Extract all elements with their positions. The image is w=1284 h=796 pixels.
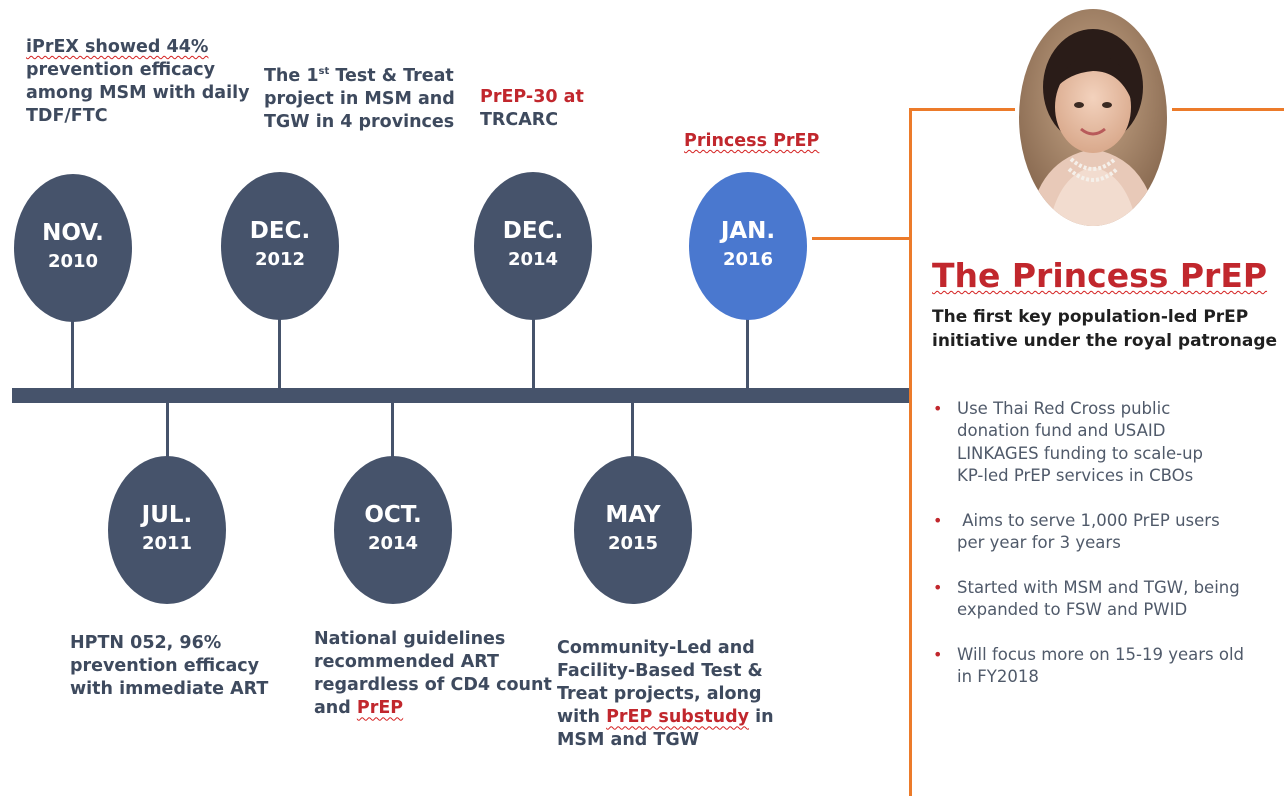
bullet-line: per year for 3 years	[957, 533, 1121, 553]
event-desc-nov-2010: iPrEX showed 44% prevention efficacy amo…	[26, 36, 250, 128]
node-nov-2010: NOV. 2010	[14, 174, 132, 322]
node-dec-2012: DEC. 2012	[221, 172, 339, 320]
panel-subtitle: The first key population-led PrEP initia…	[932, 305, 1277, 353]
node-may-2015: MAY 2015	[574, 456, 692, 604]
event-desc-jan-2016: Princess PrEP	[684, 130, 819, 153]
desc-line: The 1st Test & Treat	[264, 65, 455, 88]
node-year: 2014	[367, 532, 419, 554]
stem-may-2015	[631, 402, 634, 460]
desc-line: regardless of CD4 count	[314, 675, 552, 696]
panel-frame-top-left	[909, 108, 1015, 111]
event-desc-oct-2014: National guidelines recommended ART rega…	[314, 628, 552, 720]
bullet-item: • Started with MSM and TGW, being expand…	[930, 577, 1278, 622]
panel-frame-left	[909, 108, 912, 796]
desc-line: Facility-Based Test &	[557, 661, 763, 682]
desc-part: The 1	[264, 66, 319, 86]
node-month: DEC.	[502, 218, 564, 245]
node-year: 2015	[607, 532, 659, 554]
panel-title: The Princess PrEP	[932, 256, 1267, 295]
desc-part: with	[557, 707, 607, 728]
node-month: JUL.	[141, 502, 193, 529]
desc-line: with immediate ART	[70, 679, 269, 700]
panel-frame-top-right	[1172, 108, 1284, 111]
desc-line: National guidelines	[314, 629, 506, 649]
desc-line: Community-Led and	[557, 638, 755, 658]
node-month: MAY	[605, 502, 661, 529]
stem-jul-2011	[166, 402, 169, 460]
node-month: DEC.	[249, 218, 311, 245]
stem-jan-2016	[746, 318, 749, 390]
desc-line: MSM and TGW	[557, 730, 700, 751]
desc-part: in	[749, 707, 774, 728]
desc-line: prevention efficacy	[26, 60, 216, 81]
desc-line: recommended ART	[314, 652, 499, 673]
node-year: 2016	[722, 248, 774, 270]
desc-part: Test & Treat	[329, 66, 454, 86]
bullet-icon: •	[933, 644, 943, 664]
node-jan-2016: JAN. 2016	[689, 172, 807, 320]
event-desc-may-2015: Community-Led and Facility-Based Test & …	[557, 637, 774, 752]
bullet-item: • Will focus more on 15-19 years old in …	[930, 644, 1278, 689]
desc-line: TGW in 4 provinces	[264, 112, 455, 133]
event-desc-dec-2012: The 1st Test & Treat project in MSM and …	[264, 65, 455, 134]
portrait-icon	[1019, 9, 1167, 226]
bullet-item: • Aims to serve 1,000 PrEP users per yea…	[930, 510, 1278, 555]
node-dec-2014: DEC. 2014	[474, 172, 592, 320]
stem-dec-2012	[278, 318, 281, 390]
panel-bullet-list: • Use Thai Red Cross public donation fun…	[930, 398, 1278, 710]
desc-superscript: st	[318, 66, 330, 78]
desc-line: and PrEP	[314, 697, 552, 720]
stem-dec-2014	[532, 318, 535, 390]
connector-from-jan-2016	[812, 237, 911, 240]
bullet-icon: •	[933, 577, 943, 597]
bullet-line: Aims to serve 1,000 PrEP users	[957, 510, 1220, 530]
desc-part: and	[314, 698, 357, 719]
subtitle-line: initiative under the royal patronage	[932, 331, 1278, 352]
desc-line: iPrEX showed 44%	[26, 37, 209, 57]
node-oct-2014: OCT. 2014	[334, 456, 452, 604]
bullet-line: donation fund and USAID	[957, 421, 1166, 441]
bullet-line: in FY2018	[957, 666, 1039, 686]
desc-line: among MSM with daily	[26, 83, 250, 104]
desc-line: project in MSM and	[264, 89, 455, 110]
bullet-line: KP-led PrEP services in CBOs	[957, 466, 1194, 486]
node-year: 2011	[141, 532, 193, 554]
node-month: OCT.	[364, 502, 422, 529]
stem-nov-2010	[71, 318, 74, 390]
event-desc-jul-2011: HPTN 052, 96% prevention efficacy with i…	[70, 632, 268, 701]
desc-line: HPTN 052, 96%	[70, 633, 222, 653]
panel-title-text: The Princess PrEP	[932, 256, 1268, 295]
desc-line: prevention efficacy	[70, 656, 260, 677]
bullet-line: Will focus more on 15-19 years old	[957, 644, 1245, 664]
bullet-item: • Use Thai Red Cross public donation fun…	[930, 398, 1278, 488]
prep-substudy-highlight: PrEP substudy	[606, 707, 749, 728]
bullet-line: Started with MSM and TGW, being	[957, 577, 1240, 597]
bullet-line: expanded to FSW and PWID	[957, 600, 1188, 620]
desc-line: iPrEX showed 44%	[26, 36, 250, 59]
desc-line: TRCARC	[480, 110, 559, 131]
node-year: 2012	[254, 248, 306, 270]
timeline-axis	[12, 388, 912, 403]
bullet-line: Use Thai Red Cross public	[957, 399, 1171, 418]
desc-line: Treat projects, along	[557, 684, 762, 705]
prep-highlight: PrEP	[356, 698, 404, 719]
desc-line: Princess PrEP	[684, 130, 819, 153]
node-year: 2014	[507, 248, 559, 270]
desc-line: PrEP-30 at	[480, 87, 584, 107]
desc-line: TDF/FTC	[26, 106, 108, 127]
node-jul-2011: JUL. 2011	[108, 456, 226, 604]
desc-line: with PrEP substudy in	[557, 706, 774, 729]
node-month: JAN.	[720, 218, 776, 245]
bullet-line: LINKAGES funding to scale-up	[957, 443, 1204, 463]
stem-oct-2014	[391, 402, 394, 460]
node-month: NOV.	[42, 220, 104, 247]
subtitle-line: The first key population-led PrEP	[932, 307, 1249, 327]
bullet-icon: •	[933, 399, 943, 418]
portrait-photo	[1019, 9, 1167, 226]
bullet-icon: •	[933, 510, 943, 530]
event-desc-dec-2014: PrEP-30 at TRCARC	[480, 86, 584, 132]
node-year: 2010	[47, 250, 99, 272]
desc-line: Princess PrEP	[684, 131, 820, 151]
